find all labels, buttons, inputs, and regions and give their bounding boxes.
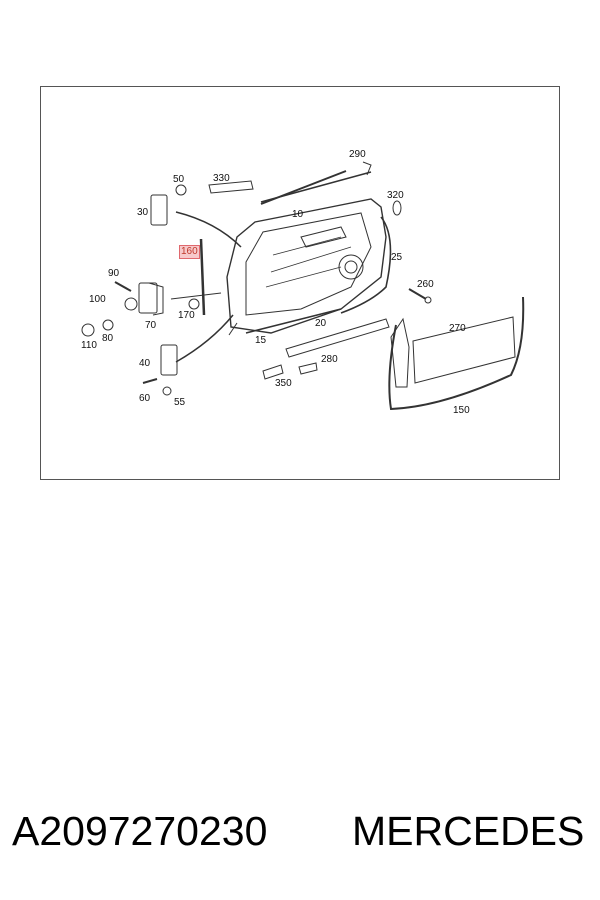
nut-80 bbox=[102, 319, 114, 331]
callout-150: 150 bbox=[453, 405, 470, 416]
washer-100 bbox=[124, 297, 138, 311]
callout-55: 55 bbox=[174, 397, 186, 408]
handle-recess bbox=[300, 226, 347, 248]
callout-170: 170 bbox=[178, 310, 195, 321]
upper-hinge bbox=[150, 194, 168, 226]
part-55 bbox=[162, 386, 172, 396]
plug-320 bbox=[392, 200, 402, 216]
window-panel-270 bbox=[412, 316, 516, 384]
middle-hinge bbox=[138, 282, 158, 314]
door-seal-150 bbox=[388, 296, 525, 411]
callout-100: 100 bbox=[89, 294, 106, 305]
clip-350 bbox=[262, 364, 284, 380]
callout-40: 40 bbox=[139, 358, 151, 369]
lower-hinge bbox=[160, 344, 178, 376]
callout-280: 280 bbox=[321, 354, 338, 365]
door-exploded-view bbox=[81, 161, 525, 411]
callout-90: 90 bbox=[108, 268, 120, 279]
callout-50: 50 bbox=[173, 174, 185, 185]
callout-320: 320 bbox=[387, 190, 404, 201]
callout-10: 10 bbox=[292, 209, 304, 220]
part-caption: A2097270230 MERCEDES bbox=[0, 806, 600, 856]
door-panel-outline bbox=[226, 198, 387, 334]
bolt-260 bbox=[408, 288, 427, 300]
callout-70: 70 bbox=[145, 320, 157, 331]
callout-160: 160 bbox=[179, 245, 200, 259]
callout-30: 30 bbox=[137, 207, 149, 218]
callout-330: 330 bbox=[213, 173, 230, 184]
seal-20 bbox=[245, 308, 342, 334]
part-170 bbox=[188, 298, 200, 310]
seal-strip-330 bbox=[208, 180, 254, 194]
seal-25 bbox=[340, 216, 392, 314]
seal-15 bbox=[228, 322, 238, 336]
door-panel-inner bbox=[245, 212, 372, 316]
callout-350: 350 bbox=[275, 378, 292, 389]
callout-60: 60 bbox=[139, 393, 151, 404]
part-number: A2097270230 bbox=[12, 808, 268, 854]
strip-290 bbox=[260, 170, 347, 205]
callout-80: 80 bbox=[102, 333, 114, 344]
callout-270: 270 bbox=[449, 323, 466, 334]
nut-110 bbox=[81, 323, 95, 337]
brand-name: MERCEDES bbox=[352, 808, 585, 854]
callout-25: 25 bbox=[391, 252, 403, 263]
parts-diagram-frame: 50 330 290 30 10 320 160 25 90 260 100 1… bbox=[40, 86, 560, 480]
callout-15: 15 bbox=[255, 335, 267, 346]
callout-260: 260 bbox=[417, 279, 434, 290]
sill-strip-280 bbox=[285, 318, 390, 358]
speaker-hole bbox=[338, 254, 364, 280]
bolt-90 bbox=[114, 281, 132, 292]
bolt-60 bbox=[142, 378, 158, 384]
callout-20: 20 bbox=[315, 318, 327, 329]
callout-110: 110 bbox=[81, 340, 97, 351]
bolt-50 bbox=[175, 184, 187, 196]
check-strap-160 bbox=[199, 238, 206, 316]
callout-290: 290 bbox=[349, 149, 366, 160]
